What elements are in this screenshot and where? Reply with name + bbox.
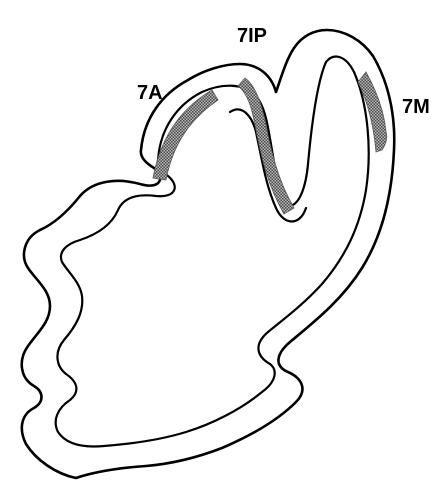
region-7m <box>358 72 387 152</box>
area-7ip-label: 7IP <box>237 26 267 46</box>
area-7m-label: 7M <box>402 97 430 117</box>
region-7ip <box>238 78 294 214</box>
inner-white-matter-contour <box>56 57 369 447</box>
area-7a-label: 7A <box>137 83 163 103</box>
